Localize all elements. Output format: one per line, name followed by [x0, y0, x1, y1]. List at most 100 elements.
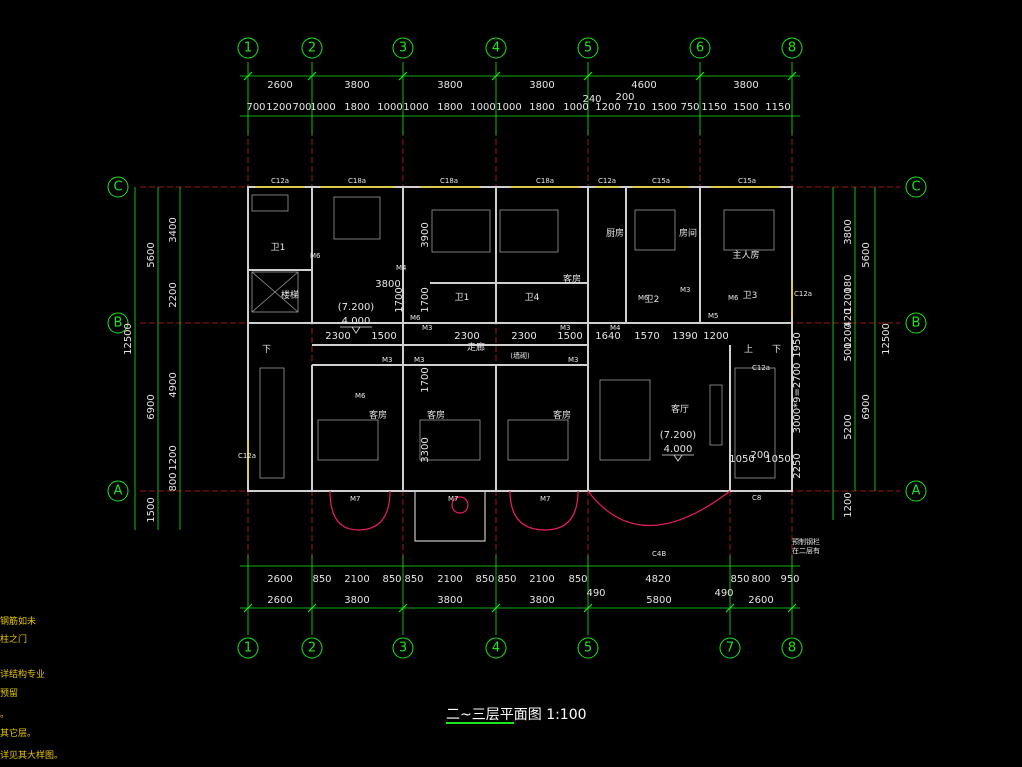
dim-bottom-detail: 950	[780, 574, 799, 585]
room-label: 厨房	[606, 227, 624, 239]
dim-right-extra: 2250	[792, 453, 803, 478]
dim-bottom-main: 2600	[267, 595, 292, 606]
door-tag: M3	[560, 324, 571, 332]
dim-top-main: 3800	[733, 80, 758, 91]
axis-label-top: 6	[696, 41, 704, 56]
dim-right-inner: 1200	[843, 287, 854, 312]
dim-right-extra: 1050	[765, 454, 790, 465]
door-tag: M4	[610, 324, 621, 332]
window-tag: C12a	[794, 290, 812, 298]
axis-label-top: 4	[492, 41, 500, 56]
side-note: 预制钢栏	[792, 537, 820, 546]
window-tag: C12a	[598, 177, 616, 185]
axis-label-right: B	[912, 316, 921, 331]
dim-mid: 1640	[595, 331, 620, 342]
door-tag: M3	[680, 286, 691, 294]
elevation-level-left: (7.200)	[338, 302, 375, 313]
room-label: 客房	[553, 409, 571, 421]
dim-bottom-detail: 4820	[645, 574, 670, 585]
door-tag: M7	[350, 495, 361, 503]
door-tag: M6	[310, 252, 321, 260]
dim-right-extra: 1050	[729, 454, 754, 465]
elevation-level-right: (7.200)	[660, 430, 697, 441]
axis-label-bottom: 3	[399, 641, 407, 656]
dim-bottom-extra: 490	[714, 588, 733, 599]
room-label: 卫4	[525, 293, 540, 303]
window-tag: C4B	[652, 550, 666, 558]
dim-bottom-detail: 2100	[437, 574, 462, 585]
dim-top-detail: 1200	[595, 102, 620, 113]
dim-left-inner: 3400	[168, 217, 179, 242]
side-note: 在二层有	[792, 546, 820, 555]
dim-top-detail: 1000	[470, 102, 495, 113]
dim-right-mid: 5600	[861, 242, 872, 267]
dim-bottom-detail: 800	[751, 574, 770, 585]
dim-mid: 2300	[325, 331, 350, 342]
dim-top-detail: 710	[626, 102, 645, 113]
dim-right-outer: 12500	[881, 323, 892, 355]
dim-top-main: 4600	[631, 80, 656, 91]
axis-label-bottom: 5	[584, 641, 592, 656]
dim-top-detail: 1500	[651, 102, 676, 113]
dim-top-detail: 1800	[437, 102, 462, 113]
dim-top-detail: 700	[246, 102, 265, 113]
dim-mid: 1500	[371, 331, 396, 342]
drawing-title-text: 二~三层平面图	[446, 707, 542, 723]
dim-top-detail: 1000	[310, 102, 335, 113]
dim-top-main: 3800	[529, 80, 554, 91]
dim-top-detail: 1200	[266, 102, 291, 113]
dim-right-inner: 1950	[792, 332, 803, 357]
dim-vert-mid: 3300	[420, 437, 431, 462]
dim-bottom-detail: 2600	[267, 574, 292, 585]
drawing-title: 二~三层平面图 1:100	[446, 704, 587, 724]
room-label: 客房	[427, 409, 445, 421]
door-tag: M6	[355, 392, 366, 400]
dim-mid: 1500	[557, 331, 582, 342]
window-tag: C18a	[440, 177, 458, 185]
axis-label-left: B	[114, 316, 123, 331]
dim-vert-mid: 3800	[375, 279, 400, 290]
dim-bottom-main: 5800	[646, 595, 671, 606]
axis-label-right: C	[911, 180, 920, 195]
door-tag: M3	[422, 324, 433, 332]
dim-mid: 1390	[672, 331, 697, 342]
dim-bottom-main: 3800	[344, 595, 369, 606]
elevation-value-left: 4.000	[342, 316, 371, 327]
axis-label-right: A	[912, 484, 921, 499]
left-note: 详结构专业	[0, 670, 46, 680]
dim-right-inner: 500	[843, 342, 854, 361]
window-tag: C15a	[652, 177, 670, 185]
dim-bottom-detail: 2100	[529, 574, 554, 585]
axis-label-top: 1	[244, 41, 252, 56]
door-tag: M6	[638, 294, 649, 302]
dim-left-mid: 5600	[146, 242, 157, 267]
axis-label-left: A	[114, 484, 123, 499]
dim-bottom-detail: 850	[312, 574, 331, 585]
dim-top-detail: 1150	[701, 102, 726, 113]
dim-top-detail: 1000	[563, 102, 588, 113]
axis-label-bottom: 1	[244, 641, 252, 656]
dim-bottom-detail: 850	[568, 574, 587, 585]
dim-bottom-main: 2600	[748, 595, 773, 606]
room-label: 房间	[679, 227, 697, 239]
left-note: 。	[0, 710, 10, 720]
room-label: 客房	[369, 409, 387, 421]
dim-right-inner: 1200	[843, 323, 854, 348]
windows	[247, 186, 793, 480]
furniture	[251, 194, 776, 479]
room-label: 卫1	[455, 293, 470, 303]
dim-bottom-detail: 850	[382, 574, 401, 585]
axis-label-bottom: 4	[492, 641, 500, 656]
walkway-note: (墙砌)	[510, 351, 530, 360]
dim-vert-mid: 1700	[420, 287, 431, 312]
dim-top-detail: 1800	[529, 102, 554, 113]
balconies	[329, 490, 731, 542]
dim-vert-mid: 1700	[420, 367, 431, 392]
axis-label-top: 2	[308, 41, 316, 56]
room-label: 卫3	[743, 291, 758, 301]
dimension-lines	[134, 62, 876, 635]
axis-label-left: C	[113, 180, 122, 195]
room-label: 主人房	[732, 249, 759, 261]
dim-top-detail: 750	[680, 102, 699, 113]
